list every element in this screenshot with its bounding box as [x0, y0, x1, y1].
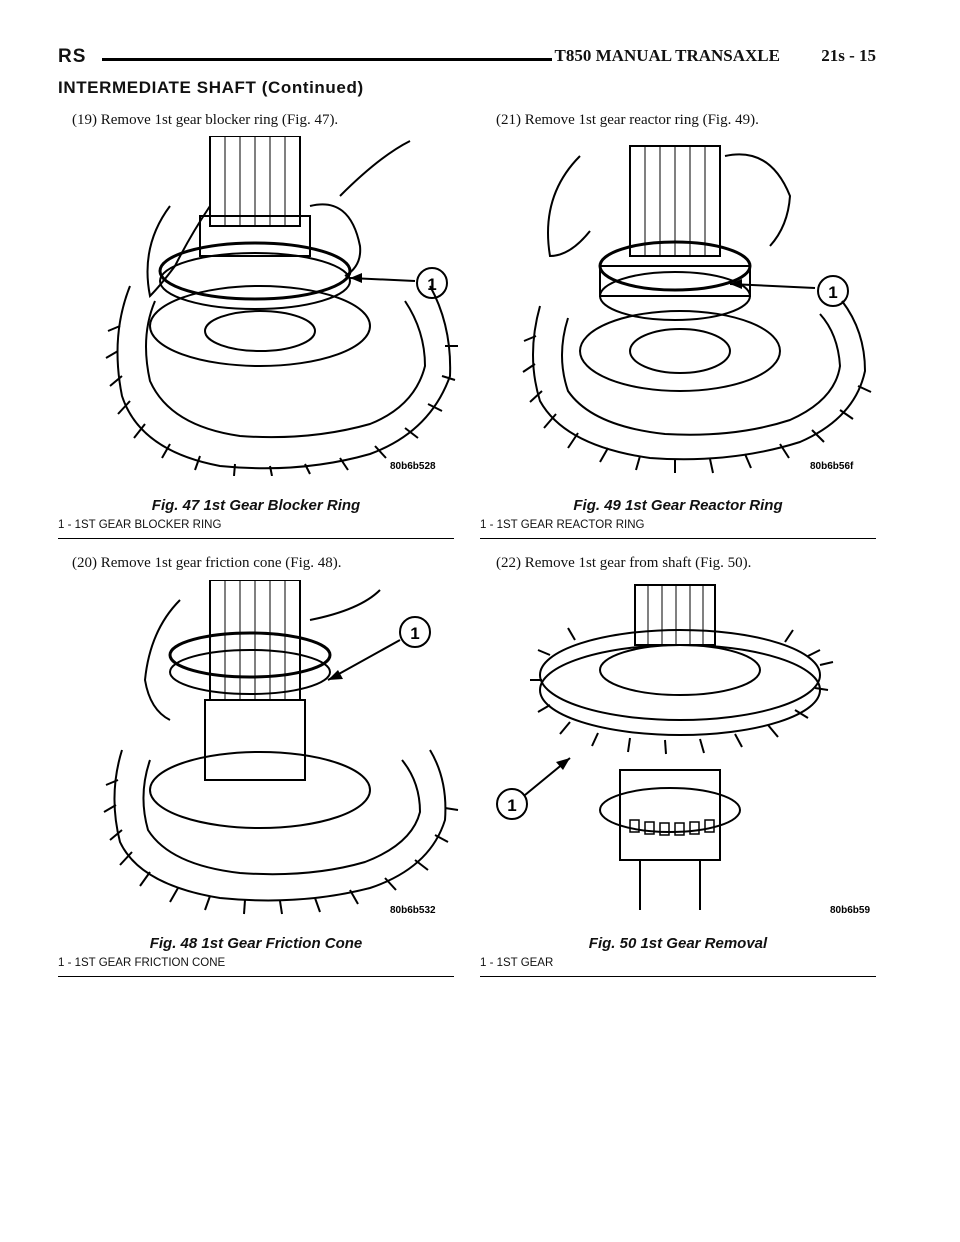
figure-47-title: Fig. 47 1st Gear Blocker Ring: [151, 497, 361, 514]
header-section-code: RS: [58, 46, 87, 67]
figure-50-title: Fig. 50 1st Gear Removal: [588, 935, 768, 952]
figure-50-image-code: 80b6b590: [830, 905, 870, 916]
figure-50-illustration: 1 80b6b590: [490, 580, 870, 920]
figure-47-illustration: 1 80b6b528: [100, 136, 460, 476]
figure-48-callout-number: 1: [410, 624, 419, 643]
figure-47-legend: 1 - 1ST GEAR BLOCKER RING: [58, 519, 222, 531]
page-number: 21s - 15: [821, 46, 876, 65]
figure-48-illustration: 1 80b6b532: [100, 580, 460, 920]
figure-47-rule: [58, 538, 454, 539]
figure-49-legend: 1 - 1ST GEAR REACTOR RING: [480, 519, 645, 531]
figure-50-callout-number: 1: [507, 796, 516, 815]
figure-49-illustration: 1 80b6b56f: [520, 136, 880, 476]
figure-48-legend: 1 - 1ST GEAR FRICTION CONE: [58, 957, 226, 969]
step-19: (19) Remove 1st gear blocker ring (Fig. …: [72, 112, 339, 128]
header-title: T850 MANUAL TRANSAXLE: [554, 46, 780, 65]
figure-47-image-code: 80b6b528: [390, 461, 436, 472]
step-20: (20) Remove 1st gear friction cone (Fig.…: [72, 555, 342, 571]
figure-48-image-code: 80b6b532: [390, 905, 436, 916]
figure-50-legend: 1 - 1ST GEAR: [480, 957, 554, 969]
figure-49-title: Fig. 49 1st Gear Reactor Ring: [573, 497, 783, 514]
page-header: RS T850 MANUAL TRANSAXLE 21s - 15: [58, 44, 876, 74]
section-title: INTERMEDIATE SHAFT (Continued): [58, 78, 364, 97]
figure-48-title: Fig. 48 1st Gear Friction Cone: [149, 935, 363, 952]
step-22: (22) Remove 1st gear from shaft (Fig. 50…: [496, 555, 752, 571]
figure-49-image-code: 80b6b56f: [810, 461, 854, 472]
step-21: (21) Remove 1st gear reactor ring (Fig. …: [496, 112, 759, 128]
figure-49-rule: [480, 538, 876, 539]
figure-49-callout-number: 1: [828, 283, 837, 302]
figure-47-callout-number: 1: [427, 275, 436, 294]
figure-50-rule: [480, 976, 876, 977]
figure-48-rule: [58, 976, 454, 977]
header-rule: [102, 58, 552, 61]
